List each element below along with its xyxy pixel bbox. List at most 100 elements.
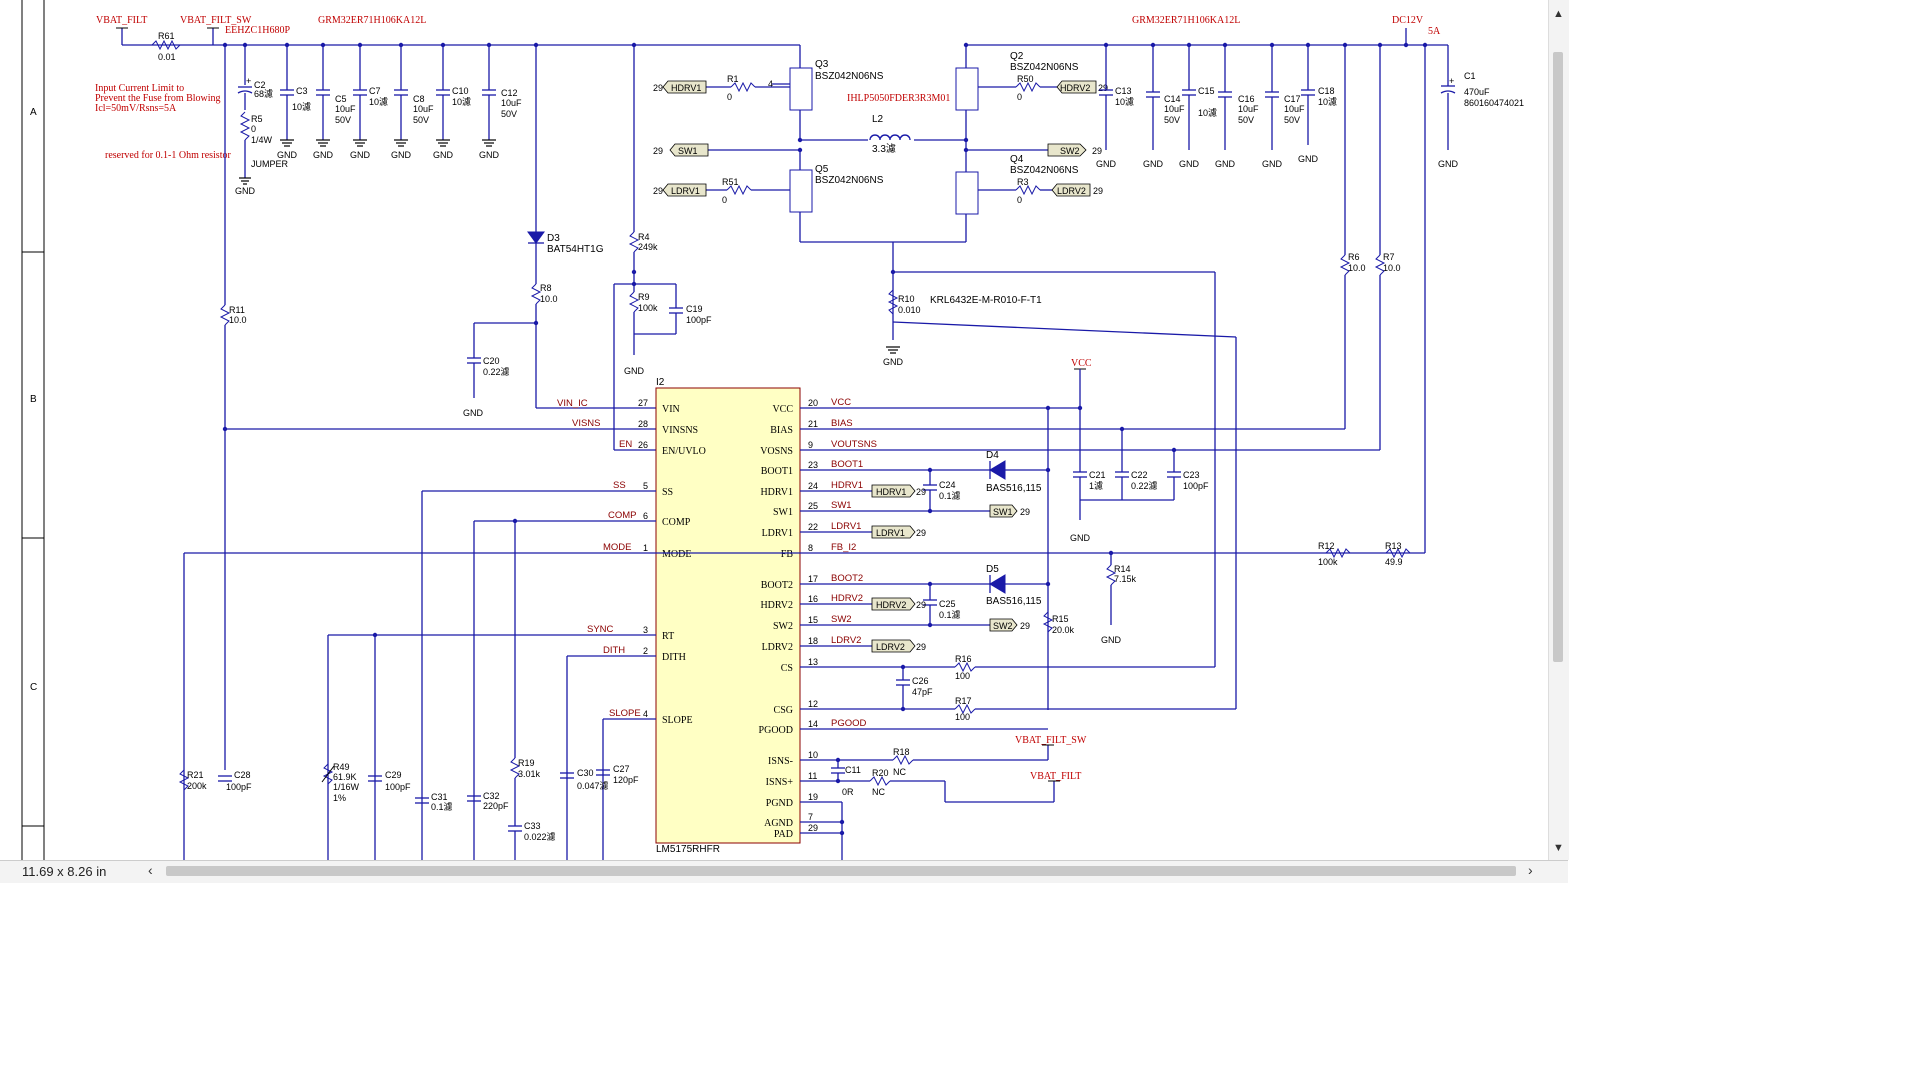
ic-pin-name-csg: CSG bbox=[774, 705, 793, 716]
schematic-canvas[interactable]: A B C VBAT_FILT VBAT_FILT_SW EEHZC1H680P… bbox=[0, 0, 1548, 860]
svg-text:R8: R8 bbox=[540, 283, 552, 293]
r50-ref: R50 bbox=[1017, 74, 1034, 84]
svg-text:100pF: 100pF bbox=[686, 315, 712, 325]
svg-text:0.1濾: 0.1濾 bbox=[939, 609, 961, 620]
ic-pin-number-6: 6 bbox=[643, 511, 648, 521]
svg-text:R15: R15 bbox=[1052, 614, 1069, 624]
r51-ref: R51 bbox=[722, 177, 739, 187]
horizontal-scroll-thumb[interactable] bbox=[166, 866, 1516, 876]
svg-text:10.0: 10.0 bbox=[540, 294, 558, 304]
vertical-scroll-thumb[interactable] bbox=[1553, 52, 1563, 662]
flag-ldrv2-right: LDRV2 bbox=[1057, 186, 1086, 196]
r10-value: 0.010 bbox=[898, 305, 921, 315]
svg-text:100pF: 100pF bbox=[226, 782, 252, 792]
c12-value: 10uF bbox=[501, 98, 522, 108]
status-bar: 11.69 x 8.26 in ‹ › bbox=[0, 860, 1568, 883]
ic-pin-number-5: 5 bbox=[643, 481, 648, 491]
scroll-up-arrow-icon[interactable]: ▲ bbox=[1553, 8, 1564, 20]
c7-value: 10濾 bbox=[369, 96, 388, 107]
svg-text:C16: C16 bbox=[1238, 94, 1255, 104]
ic-pin-net-boot1: BOOT1 bbox=[831, 459, 863, 470]
svg-text:+: + bbox=[246, 76, 251, 86]
c12-ref: C12 bbox=[501, 88, 518, 98]
ic-pin-number-10: 10 bbox=[808, 750, 818, 760]
ic-pin-name-pad: PAD bbox=[774, 829, 793, 840]
ic-pin-number-27: 27 bbox=[638, 398, 648, 408]
q2-ref: Q2 bbox=[1010, 51, 1024, 62]
ic-pin-number-1: 1 bbox=[643, 543, 648, 553]
svg-text:HDRV1: HDRV1 bbox=[876, 487, 906, 497]
ic-pin-number-7: 7 bbox=[808, 812, 813, 822]
ic-pin-net-sw1: SW1 bbox=[831, 500, 852, 511]
ic-pin-name-hdrv2: HDRV2 bbox=[760, 600, 793, 611]
scroll-left-arrow-icon[interactable]: ‹ bbox=[148, 862, 153, 878]
ic-pin-net-dith: DITH bbox=[603, 645, 625, 656]
vertical-scrollbar[interactable]: ▲ ▼ bbox=[1548, 0, 1569, 860]
r61-value: 0.01 bbox=[158, 52, 176, 62]
svg-text:R11: R11 bbox=[229, 305, 245, 315]
svg-text:C25: C25 bbox=[939, 599, 956, 609]
ic-pin-net-pgood: PGOOD bbox=[831, 718, 867, 729]
c7-ref: C7 bbox=[369, 86, 381, 96]
ic-pin-net-sync: SYNC bbox=[587, 624, 614, 635]
svg-text:GND: GND bbox=[1298, 154, 1319, 164]
svg-text:R7: R7 bbox=[1383, 252, 1395, 262]
ic-pin-net-mode: MODE bbox=[603, 542, 632, 553]
svg-text:C30: C30 bbox=[577, 768, 594, 778]
svg-text:VIN_IC: VIN_IC bbox=[557, 398, 588, 409]
svg-text:100pF: 100pF bbox=[385, 782, 411, 792]
r50-value: 0 bbox=[1017, 92, 1022, 102]
ic-pin-name-cs: CS bbox=[781, 663, 793, 674]
ic-pin-name-isns-: ISNS- bbox=[768, 756, 793, 767]
svg-text:100k: 100k bbox=[638, 303, 658, 313]
q4-ref: Q4 bbox=[1010, 154, 1024, 165]
ic-pin-number-18: 18 bbox=[808, 636, 818, 646]
ic-pin-number-14: 14 bbox=[808, 719, 818, 729]
r1-value: 0 bbox=[727, 92, 732, 102]
svg-text:GND: GND bbox=[313, 150, 334, 160]
r3-ref: R3 bbox=[1017, 177, 1029, 187]
ic-pin-net-vcc: VCC bbox=[831, 397, 851, 408]
svg-text:200k: 200k bbox=[187, 781, 207, 791]
ic-pin-number-9: 9 bbox=[808, 440, 813, 450]
ic-ref: I2 bbox=[656, 377, 665, 388]
input-limit-note-3: Icl=50mV/Rsns=5A bbox=[95, 103, 177, 114]
svg-text:GND: GND bbox=[1101, 635, 1122, 645]
input-cap-bank: GND C3 10濾 GND C5 10uF 50V GND C7 10濾 GN… bbox=[277, 45, 522, 160]
ic-pin-net-fb-i2: FB_I2 bbox=[831, 542, 856, 553]
svg-text:10濾: 10濾 bbox=[1115, 96, 1134, 107]
ic-lm5175[interactable]: I2 LM5175RHFR bbox=[655, 377, 801, 855]
ic-pin-number-19: 19 bbox=[808, 792, 818, 802]
svg-text:C27: C27 bbox=[613, 764, 630, 774]
ic-pin-name-fb: FB bbox=[781, 549, 794, 560]
svg-text:SW1: SW1 bbox=[993, 507, 1013, 517]
svg-text:GND: GND bbox=[1215, 159, 1236, 169]
svg-text:R12: R12 bbox=[1318, 541, 1335, 551]
scroll-down-arrow-icon[interactable]: ▼ bbox=[1553, 842, 1564, 854]
reserved-note: reserved for 0.1-1 Ohm resistor bbox=[105, 150, 231, 161]
ic-pin-name-boot1: BOOT1 bbox=[761, 466, 793, 477]
sense-pn: KRL6432E-M-R010-F-T1 bbox=[930, 295, 1042, 306]
svg-text:10uF: 10uF bbox=[1164, 104, 1185, 114]
svg-text:C26: C26 bbox=[912, 676, 929, 686]
svg-text:249k: 249k bbox=[638, 242, 658, 252]
ic-pin-net-en: EN bbox=[619, 439, 632, 450]
svg-text:R6: R6 bbox=[1348, 252, 1360, 262]
ic-pin-net-voutsns: VOUTSNS bbox=[831, 439, 877, 450]
c2-ref: C2 bbox=[254, 80, 266, 90]
svg-text:R18: R18 bbox=[893, 747, 910, 757]
svg-text:R14: R14 bbox=[1114, 564, 1131, 574]
ic-pin-name-dith: DITH bbox=[662, 652, 686, 663]
svg-text:R49: R49 bbox=[333, 762, 350, 772]
mosfet-q3[interactable]: Q3 BSZ042N06NS 4 bbox=[768, 59, 884, 140]
svg-text:29: 29 bbox=[653, 186, 663, 196]
scroll-right-arrow-icon[interactable]: › bbox=[1528, 862, 1533, 878]
ic-pin-number-11: 11 bbox=[808, 771, 817, 781]
svg-text:470uF: 470uF bbox=[1464, 87, 1490, 97]
svg-text:1%: 1% bbox=[333, 793, 346, 803]
ic-pin-net-slope: SLOPE bbox=[609, 708, 641, 719]
svg-text:4: 4 bbox=[768, 79, 773, 89]
svg-text:GND: GND bbox=[1438, 159, 1459, 169]
svg-text:R9: R9 bbox=[638, 292, 650, 302]
